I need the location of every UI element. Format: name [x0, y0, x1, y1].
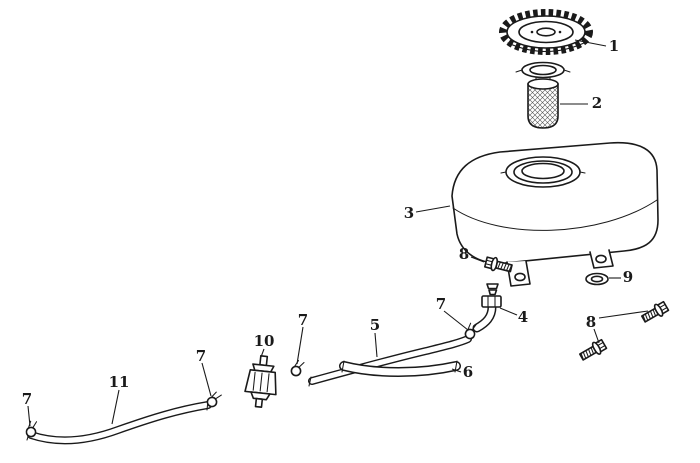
fuel-valve-joint — [472, 283, 502, 333]
fuel-hose-long — [26, 399, 212, 445]
fuel-filler-cap — [499, 9, 593, 55]
leader-5 — [374, 332, 378, 358]
leader-1 — [574, 39, 607, 47]
leader-3 — [415, 205, 451, 213]
leader-7c — [201, 362, 212, 397]
fuel-tank — [451, 141, 659, 287]
leader-lines — [27, 39, 649, 427]
seal-washer — [585, 272, 609, 286]
leader-7a — [443, 310, 469, 331]
leader-8b2 — [593, 328, 600, 344]
callout-8a: 8 — [459, 245, 469, 263]
leader-4 — [499, 307, 518, 316]
callout-2: 2 — [592, 94, 602, 112]
leader-8a — [470, 256, 485, 263]
flange-bolt-right-upper — [639, 299, 671, 326]
leader-10 — [260, 348, 265, 358]
callout-labels: 1 2 3 4 5 6 7 7 7 7 8 8 9 10 11 — [22, 37, 633, 408]
leader-6 — [451, 368, 462, 373]
callout-6: 6 — [463, 363, 473, 381]
fuel-tube — [339, 360, 461, 377]
flange-bolt-right-lower — [577, 337, 609, 364]
callout-8b: 8 — [586, 313, 596, 331]
fuel-strainer — [515, 61, 571, 129]
leader-11 — [111, 389, 120, 425]
callout-10: 10 — [254, 332, 275, 350]
callout-11: 11 — [109, 373, 130, 391]
callout-7c: 7 — [196, 347, 206, 365]
callout-5: 5 — [370, 316, 380, 334]
callout-7a: 7 — [436, 295, 446, 313]
leader-7d — [27, 405, 31, 427]
callout-4: 4 — [518, 308, 528, 326]
leader-7b — [296, 326, 304, 365]
leader-8b1 — [598, 310, 649, 319]
fuel-hose-upper — [308, 335, 472, 387]
callout-1: 1 — [609, 37, 619, 55]
callout-7d: 7 — [22, 390, 32, 408]
callout-9: 9 — [623, 268, 633, 286]
callout-3: 3 — [404, 204, 414, 222]
callout-7b: 7 — [298, 311, 308, 329]
fuel-filter — [244, 355, 277, 408]
hose-clip-mid — [205, 390, 223, 409]
